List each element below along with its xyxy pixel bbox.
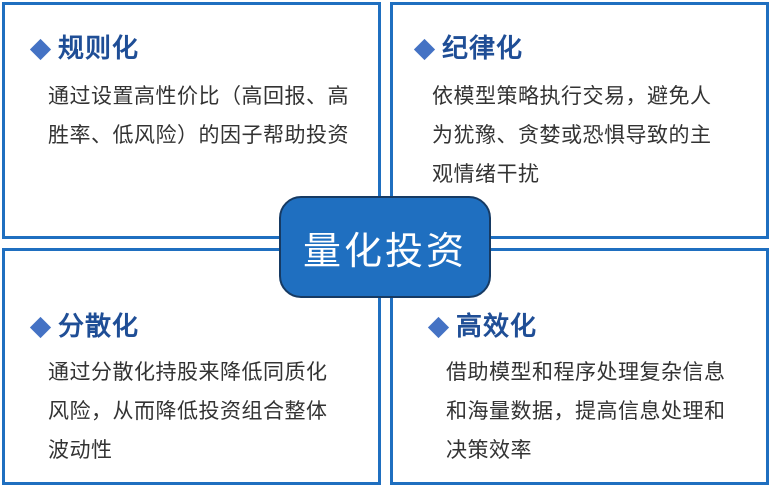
quadrant-description: 通过设置高性价比（高回报、高胜率、低风险）的因子帮助投资: [48, 84, 349, 147]
quadrant-top-right: 纪律化 依模型策略执行交易，避免人为犹豫、贪婪或恐惧导致的主观情绪干扰: [390, 2, 769, 239]
quadrant-title: 规则化: [58, 34, 140, 64]
quadrant-description: 借助模型和程序处理复杂信息和海量数据，提高信息处理和决策效率: [446, 360, 726, 462]
quadrant-description: 依模型策略执行交易，避免人为犹豫、贪婪或恐惧导致的主观情绪干扰: [432, 84, 712, 186]
diamond-icon: [29, 38, 52, 60]
quadrant-title: 高效化: [456, 312, 538, 342]
center-title: 量化投资: [302, 228, 467, 273]
quadrant-header: 规则化: [29, 31, 140, 67]
quadrant-title: 分散化: [58, 312, 140, 342]
quadrant-bottom-left: 分散化 通过分散化持股来降低同质化风险，从而降低投资组合整体波动性: [2, 248, 381, 485]
quadrant-header: 分散化: [29, 309, 140, 345]
quadrant-top-left: 规则化 通过设置高性价比（高回报、高胜率、低风险）的因子帮助投资: [2, 2, 381, 239]
quadrant-header: 高效化: [427, 309, 538, 345]
quadrant-description: 通过分散化持股来降低同质化风险，从而降低投资组合整体波动性: [48, 360, 328, 462]
diamond-icon: [413, 38, 436, 60]
diamond-icon: [29, 316, 52, 338]
quadrant-header: 纪律化: [413, 31, 524, 67]
quadrant-title: 纪律化: [442, 34, 524, 64]
center-box: 量化投资: [279, 196, 491, 298]
diamond-icon: [427, 316, 450, 338]
